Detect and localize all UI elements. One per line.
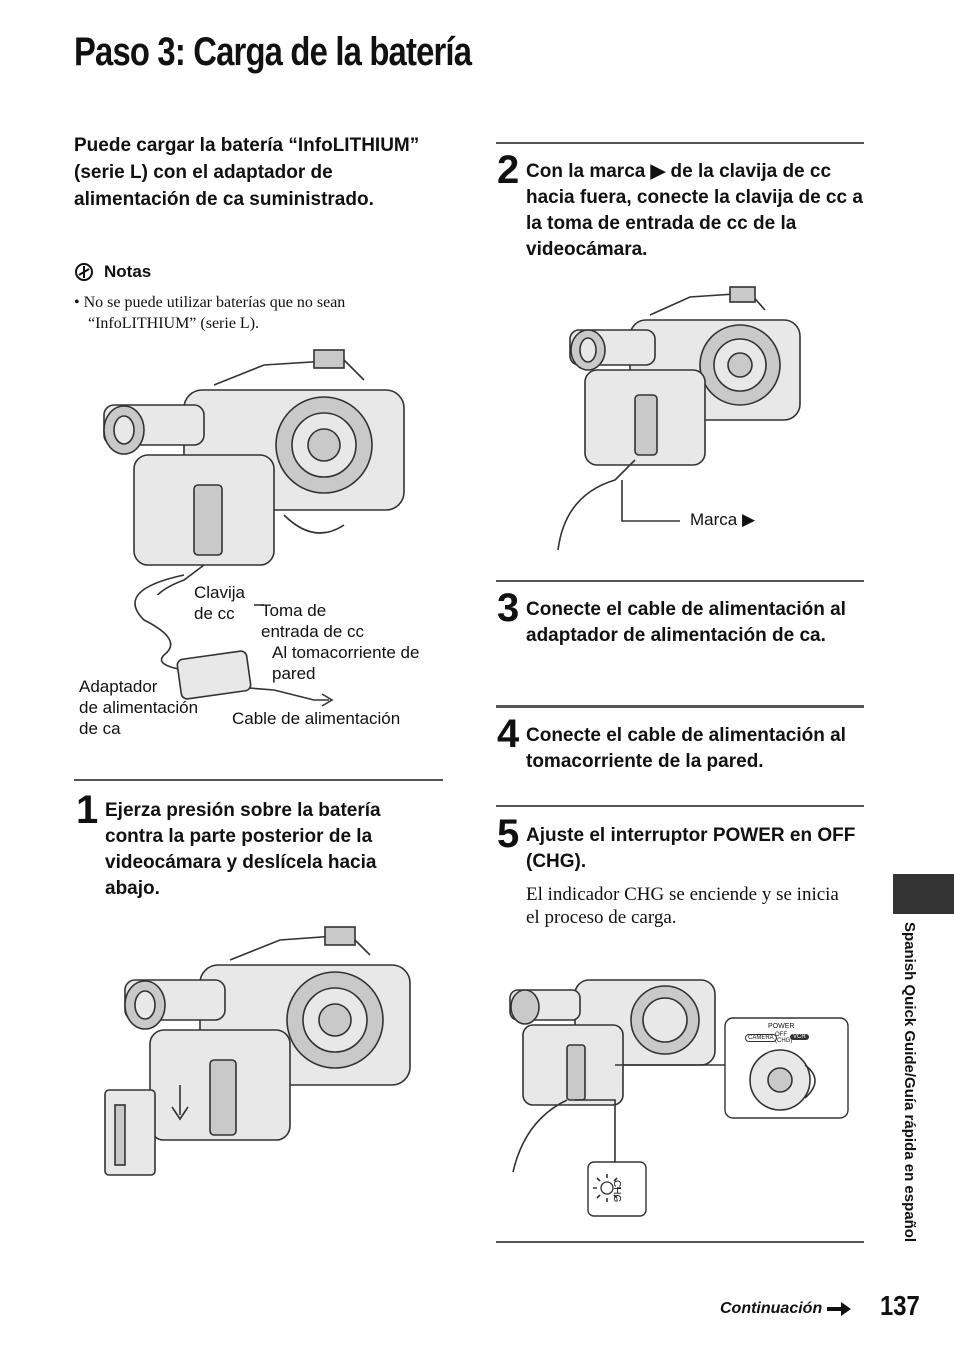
chg-indicator-label: CHG	[611, 1180, 622, 1203]
label-marca: Marca ▶	[690, 510, 756, 529]
notes-heading-label: Notas	[104, 262, 152, 281]
label-toma: Toma de entrada de cc	[261, 600, 364, 642]
footer-continuation: Continuación	[720, 1300, 851, 1318]
notes-heading: Notas	[74, 262, 151, 282]
figure-camcorder-power-switch	[509, 979, 849, 1217]
label-clavija-line1: Clavija	[194, 583, 246, 602]
step2-rule	[496, 142, 864, 144]
step3-rule	[496, 580, 864, 582]
bottom-rule	[496, 1241, 864, 1243]
label-toma-line1: Toma de	[261, 601, 327, 620]
step4-rule	[496, 705, 864, 708]
label-adaptador-line3: de ca	[79, 719, 121, 738]
step5-number: 5	[497, 812, 520, 856]
step1-rule	[74, 779, 443, 781]
label-adaptador-line2: de alimentación	[79, 698, 199, 717]
arrow-right-icon	[826, 1301, 851, 1316]
label-cable: Cable de alimentación	[232, 709, 401, 728]
note-icon	[75, 263, 93, 281]
label-tomacorriente-line1: Al tomacorriente de	[272, 643, 420, 662]
page-number: 137	[880, 1290, 920, 1321]
off-chg-label: OFF (CHG)	[775, 1032, 792, 1044]
label-tomacorriente: Al tomacorriente de pared	[272, 642, 419, 684]
vcr-label: VCR	[790, 1034, 809, 1040]
page-title: Paso 3: Carga de la batería	[74, 30, 472, 74]
step4-text: Conecte el cable de alimentación al toma…	[526, 725, 846, 772]
note-item: • No se puede utilizar baterías que no s…	[74, 294, 346, 332]
label-adaptador: Adaptador de alimentación de ca	[79, 676, 198, 739]
step5-text: Ajuste el interruptor POWER en OFF (CHG)…	[526, 825, 856, 872]
camera-label: CAMERA	[745, 1034, 777, 1042]
step4-number: 4	[497, 712, 520, 756]
intro-paragraph: Puede cargar la batería “InfoLITHIUM” (s…	[74, 135, 420, 210]
step2-number: 2	[497, 148, 520, 192]
step5-body: El indicador CHG se enciende y se inicia…	[526, 884, 839, 928]
step2-text: Con la marca ▶ de la clavija de cc hacia…	[526, 161, 863, 260]
step3-number: 3	[497, 586, 520, 630]
figure-camcorder-ac-adaptor	[103, 349, 405, 595]
side-guide-text: Spanish Quick Guide/Guía rápida en españ…	[896, 922, 926, 1268]
note-item-text: No se puede utilizar baterías que no sea…	[83, 294, 346, 332]
step5-rule	[496, 805, 864, 807]
label-tomacorriente-line2: pared	[272, 664, 316, 683]
label-toma-line2: entrada de cc	[261, 622, 365, 641]
off-label: OFF	[775, 1032, 787, 1038]
label-clavija-line2: de cc	[194, 604, 235, 623]
step3-text: Conecte el cable de alimentación al adap…	[526, 599, 846, 646]
figure-camcorder-battery	[104, 926, 411, 1176]
figure-camcorder-dc-plug	[557, 286, 801, 551]
power-label: POWER	[768, 1023, 795, 1030]
figure-cables	[134, 574, 334, 707]
chg-label: (CHG)	[775, 1038, 793, 1044]
section-tab	[893, 874, 954, 914]
footer-continuation-label: Continuación	[720, 1300, 823, 1317]
label-adaptador-line1: Adaptador	[79, 677, 158, 696]
step1-text: Ejerza presión sobre la batería contra l…	[105, 800, 381, 899]
side-guide-label: Spanish Quick Guide/Guía rápida en españ…	[901, 922, 918, 1243]
step1-number: 1	[76, 788, 99, 832]
label-clavija: Clavija de cc	[194, 582, 245, 624]
